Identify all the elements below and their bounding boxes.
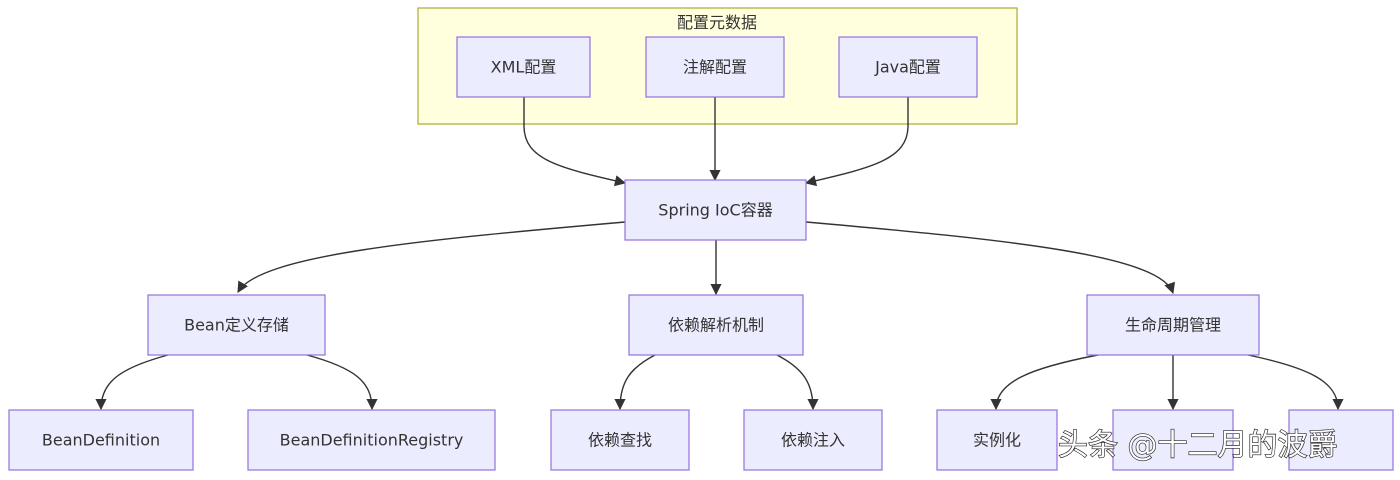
node-lifecycle-right[interactable]: [1288, 409, 1394, 471]
edge-dep-resolve-to-inject: [776, 354, 819, 411]
node-label: BeanDefinition: [42, 431, 160, 450]
group-label: 配置元数据: [677, 13, 757, 32]
node-label: Spring IoC容器: [658, 201, 772, 220]
node-label: 生命周期管理: [1125, 316, 1221, 335]
node-label: BeanDefinitionRegistry: [280, 431, 464, 450]
node-label: Bean定义存储: [184, 316, 289, 335]
node-bean-definition[interactable]: BeanDefinition: [8, 409, 194, 471]
node-instantiation[interactable]: 实例化: [936, 409, 1058, 471]
edges: [95, 97, 1344, 411]
node-label: 依赖解析机制: [668, 316, 764, 335]
edge-lifecycle-to-instantiate: [990, 354, 1099, 411]
node-annotation-config[interactable]: 注解配置: [645, 36, 785, 98]
node-label: 依赖查找: [588, 431, 652, 450]
edge-dep-resolve-to-lookup: [614, 354, 656, 411]
node-label: 实例化: [973, 431, 1021, 450]
node-lifecycle-middle[interactable]: [1112, 409, 1234, 471]
node-dependency-lookup[interactable]: 依赖查找: [550, 409, 690, 471]
node-dependency-injection[interactable]: 依赖注入: [743, 409, 883, 471]
node-xml-config[interactable]: XML配置: [456, 36, 591, 98]
edge-lifecycle-to-right: [1247, 354, 1344, 411]
node-label: 依赖注入: [781, 431, 845, 450]
node-bean-definition-registry[interactable]: BeanDefinitionRegistry: [247, 409, 496, 471]
edge-bean-store-to-registry: [306, 354, 378, 411]
edge-java-to-container: [804, 97, 909, 187]
node-bean-definition-store[interactable]: Bean定义存储: [147, 294, 326, 356]
node-label: XML配置: [491, 58, 557, 77]
watermark: 头条 @十二月的波爵: [1058, 428, 1338, 463]
edge-container-to-bean-store: [237, 221, 626, 293]
node-label: 注解配置: [683, 58, 747, 77]
edge-xml-to-container: [523, 97, 627, 187]
node-lifecycle-management[interactable]: 生命周期管理: [1086, 294, 1260, 356]
node-label: Java配置: [874, 58, 941, 77]
node-java-config[interactable]: Java配置: [838, 36, 978, 98]
edge-container-to-lifecycle: [805, 221, 1175, 295]
node-spring-ioc-container[interactable]: Spring IoC容器: [624, 179, 807, 241]
edge-bean-store-to-bean-definition: [95, 354, 169, 411]
node-dependency-resolution[interactable]: 依赖解析机制: [628, 294, 804, 356]
